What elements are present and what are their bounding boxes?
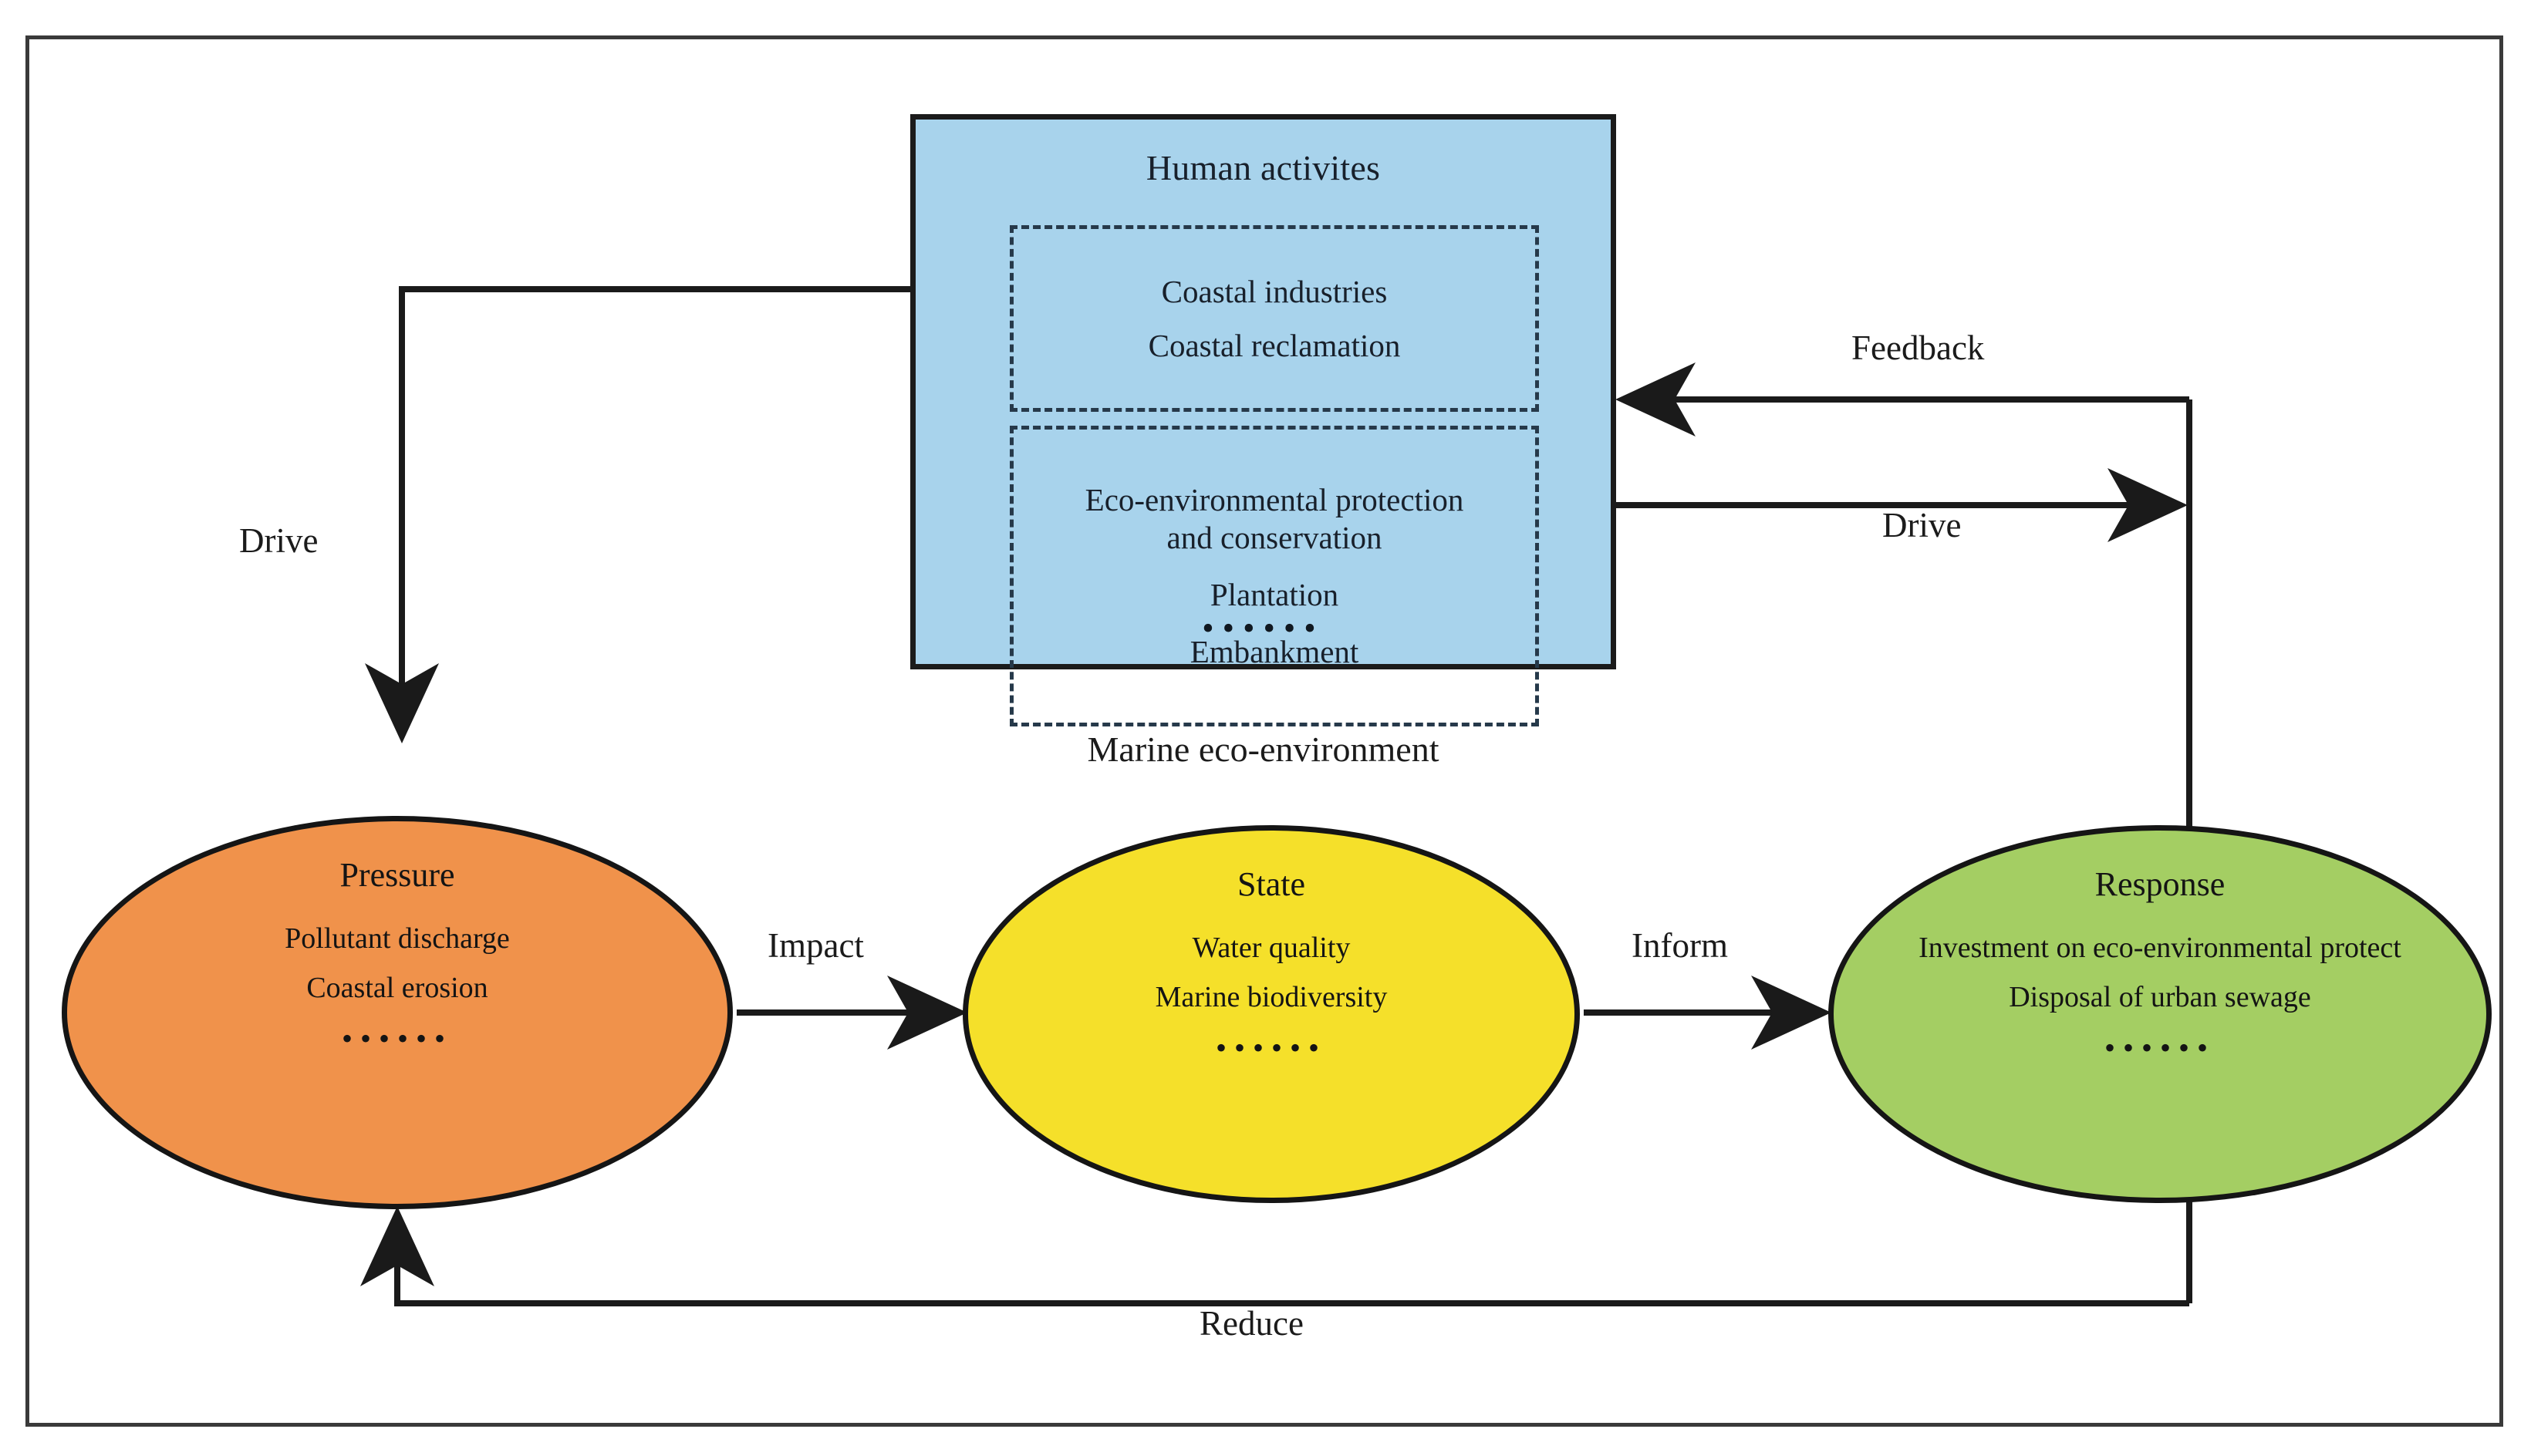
- marine-eco-environment-caption: Marine eco-environment: [1087, 730, 1439, 769]
- node-state: State Water quality Marine biodiversity …: [963, 825, 1580, 1203]
- dashed-item-eco-environmental-protection: Eco-environmental protection and conserv…: [1085, 482, 1464, 555]
- node-response-ellipsis-dots: ••••••: [2104, 1030, 2216, 1066]
- human-activities-panel: Human activites Coastal industries Coast…: [910, 114, 1616, 726]
- node-pressure: Pressure Pollutant discharge Coastal ero…: [62, 816, 733, 1209]
- dashed-group-response-drivers: Eco-environmental protection and conserv…: [1010, 426, 1539, 726]
- dashed-item-coastal-reclamation: Coastal reclamation: [1148, 328, 1401, 363]
- human-activities-ellipsis-dots: ••••••: [1202, 609, 1325, 647]
- node-pressure-ellipsis-dots: ••••••: [341, 1021, 454, 1057]
- edge-label-drive-left: Drive: [239, 521, 319, 560]
- node-state-item-marine-biodiversity: Marine biodiversity: [1155, 980, 1388, 1013]
- dashed-group-pressure-drivers: Coastal industries Coastal reclamation: [1010, 225, 1539, 412]
- node-response-title: Response: [2094, 865, 2226, 903]
- node-state-item-water-quality: Water quality: [1192, 932, 1351, 964]
- dashed-item-embankment: Embankment: [1190, 634, 1359, 670]
- edge-label-drive-right: Drive: [1882, 506, 1962, 544]
- edge-label-inform: Inform: [1632, 926, 1728, 965]
- dashed-item-coastal-industries: Coastal industries: [1161, 273, 1388, 309]
- node-state-title: State: [1237, 865, 1305, 903]
- edge-label-reduce: Reduce: [1200, 1304, 1304, 1343]
- node-response-item-investment: Investment on eco-environmental protect: [1918, 932, 2401, 964]
- node-pressure-item-pollutant-discharge: Pollutant discharge: [285, 922, 510, 955]
- dashed-item-plantation: Plantation: [1210, 577, 1339, 612]
- node-response: Response Investment on eco-environmental…: [1828, 825, 2492, 1203]
- node-response-item-disposal-urban-sewage: Disposal of urban sewage: [2009, 980, 2311, 1013]
- edge-label-impact: Impact: [768, 926, 864, 965]
- edge-label-feedback: Feedback: [1851, 329, 1985, 367]
- node-pressure-item-coastal-erosion: Coastal erosion: [306, 971, 488, 1004]
- node-pressure-title: Pressure: [339, 856, 455, 894]
- human-activities-title: Human activites: [1146, 148, 1381, 187]
- node-state-ellipsis-dots: ••••••: [1215, 1030, 1328, 1066]
